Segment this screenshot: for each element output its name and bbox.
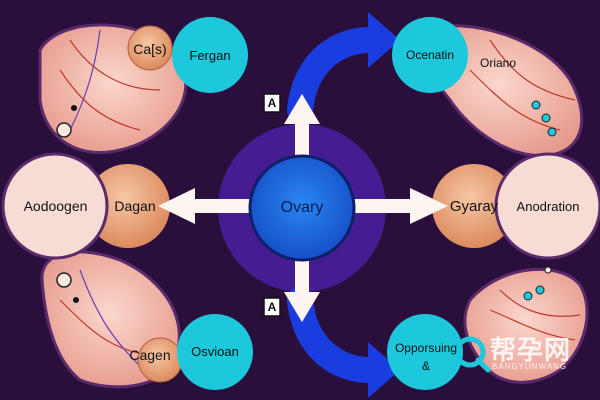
- left-outer-circle: [1, 152, 109, 260]
- watermark-cn-text: 帮孕网: [490, 336, 572, 366]
- top-curved-arrow: [287, 26, 388, 123]
- right-outer-circle: [494, 152, 600, 260]
- top-left-organ: [38, 23, 188, 155]
- left-white-arrow: [158, 188, 252, 224]
- left-inner-circle: [86, 164, 170, 248]
- bottom-left-bubble: [177, 314, 253, 390]
- watermark-en-text: BANGYUNWANG: [492, 362, 568, 371]
- bottom-marker-box: [263, 297, 281, 317]
- top-marker-box: [263, 93, 281, 113]
- bottom-right-organ: [463, 266, 589, 384]
- bottom-curved-arrow: [287, 287, 388, 384]
- top-left-bubble: [172, 17, 248, 93]
- top-curved-arrow-head: [368, 12, 400, 68]
- top-right-bubble: [392, 17, 468, 93]
- right-white-arrow: [352, 188, 448, 224]
- bottom-left-organ: [40, 250, 183, 389]
- right-inner-circle: [432, 164, 516, 248]
- bottom-curved-arrow-head: [368, 342, 400, 398]
- bottom-white-arrow: [284, 258, 320, 322]
- top-white-arrow: [284, 94, 320, 160]
- bottom-right-bubble: [387, 314, 463, 390]
- center-ovary-circle: [248, 154, 356, 262]
- watermark: 帮孕网 BANGYUNWANG: [452, 330, 592, 378]
- watermark-logo-icon: [454, 336, 491, 373]
